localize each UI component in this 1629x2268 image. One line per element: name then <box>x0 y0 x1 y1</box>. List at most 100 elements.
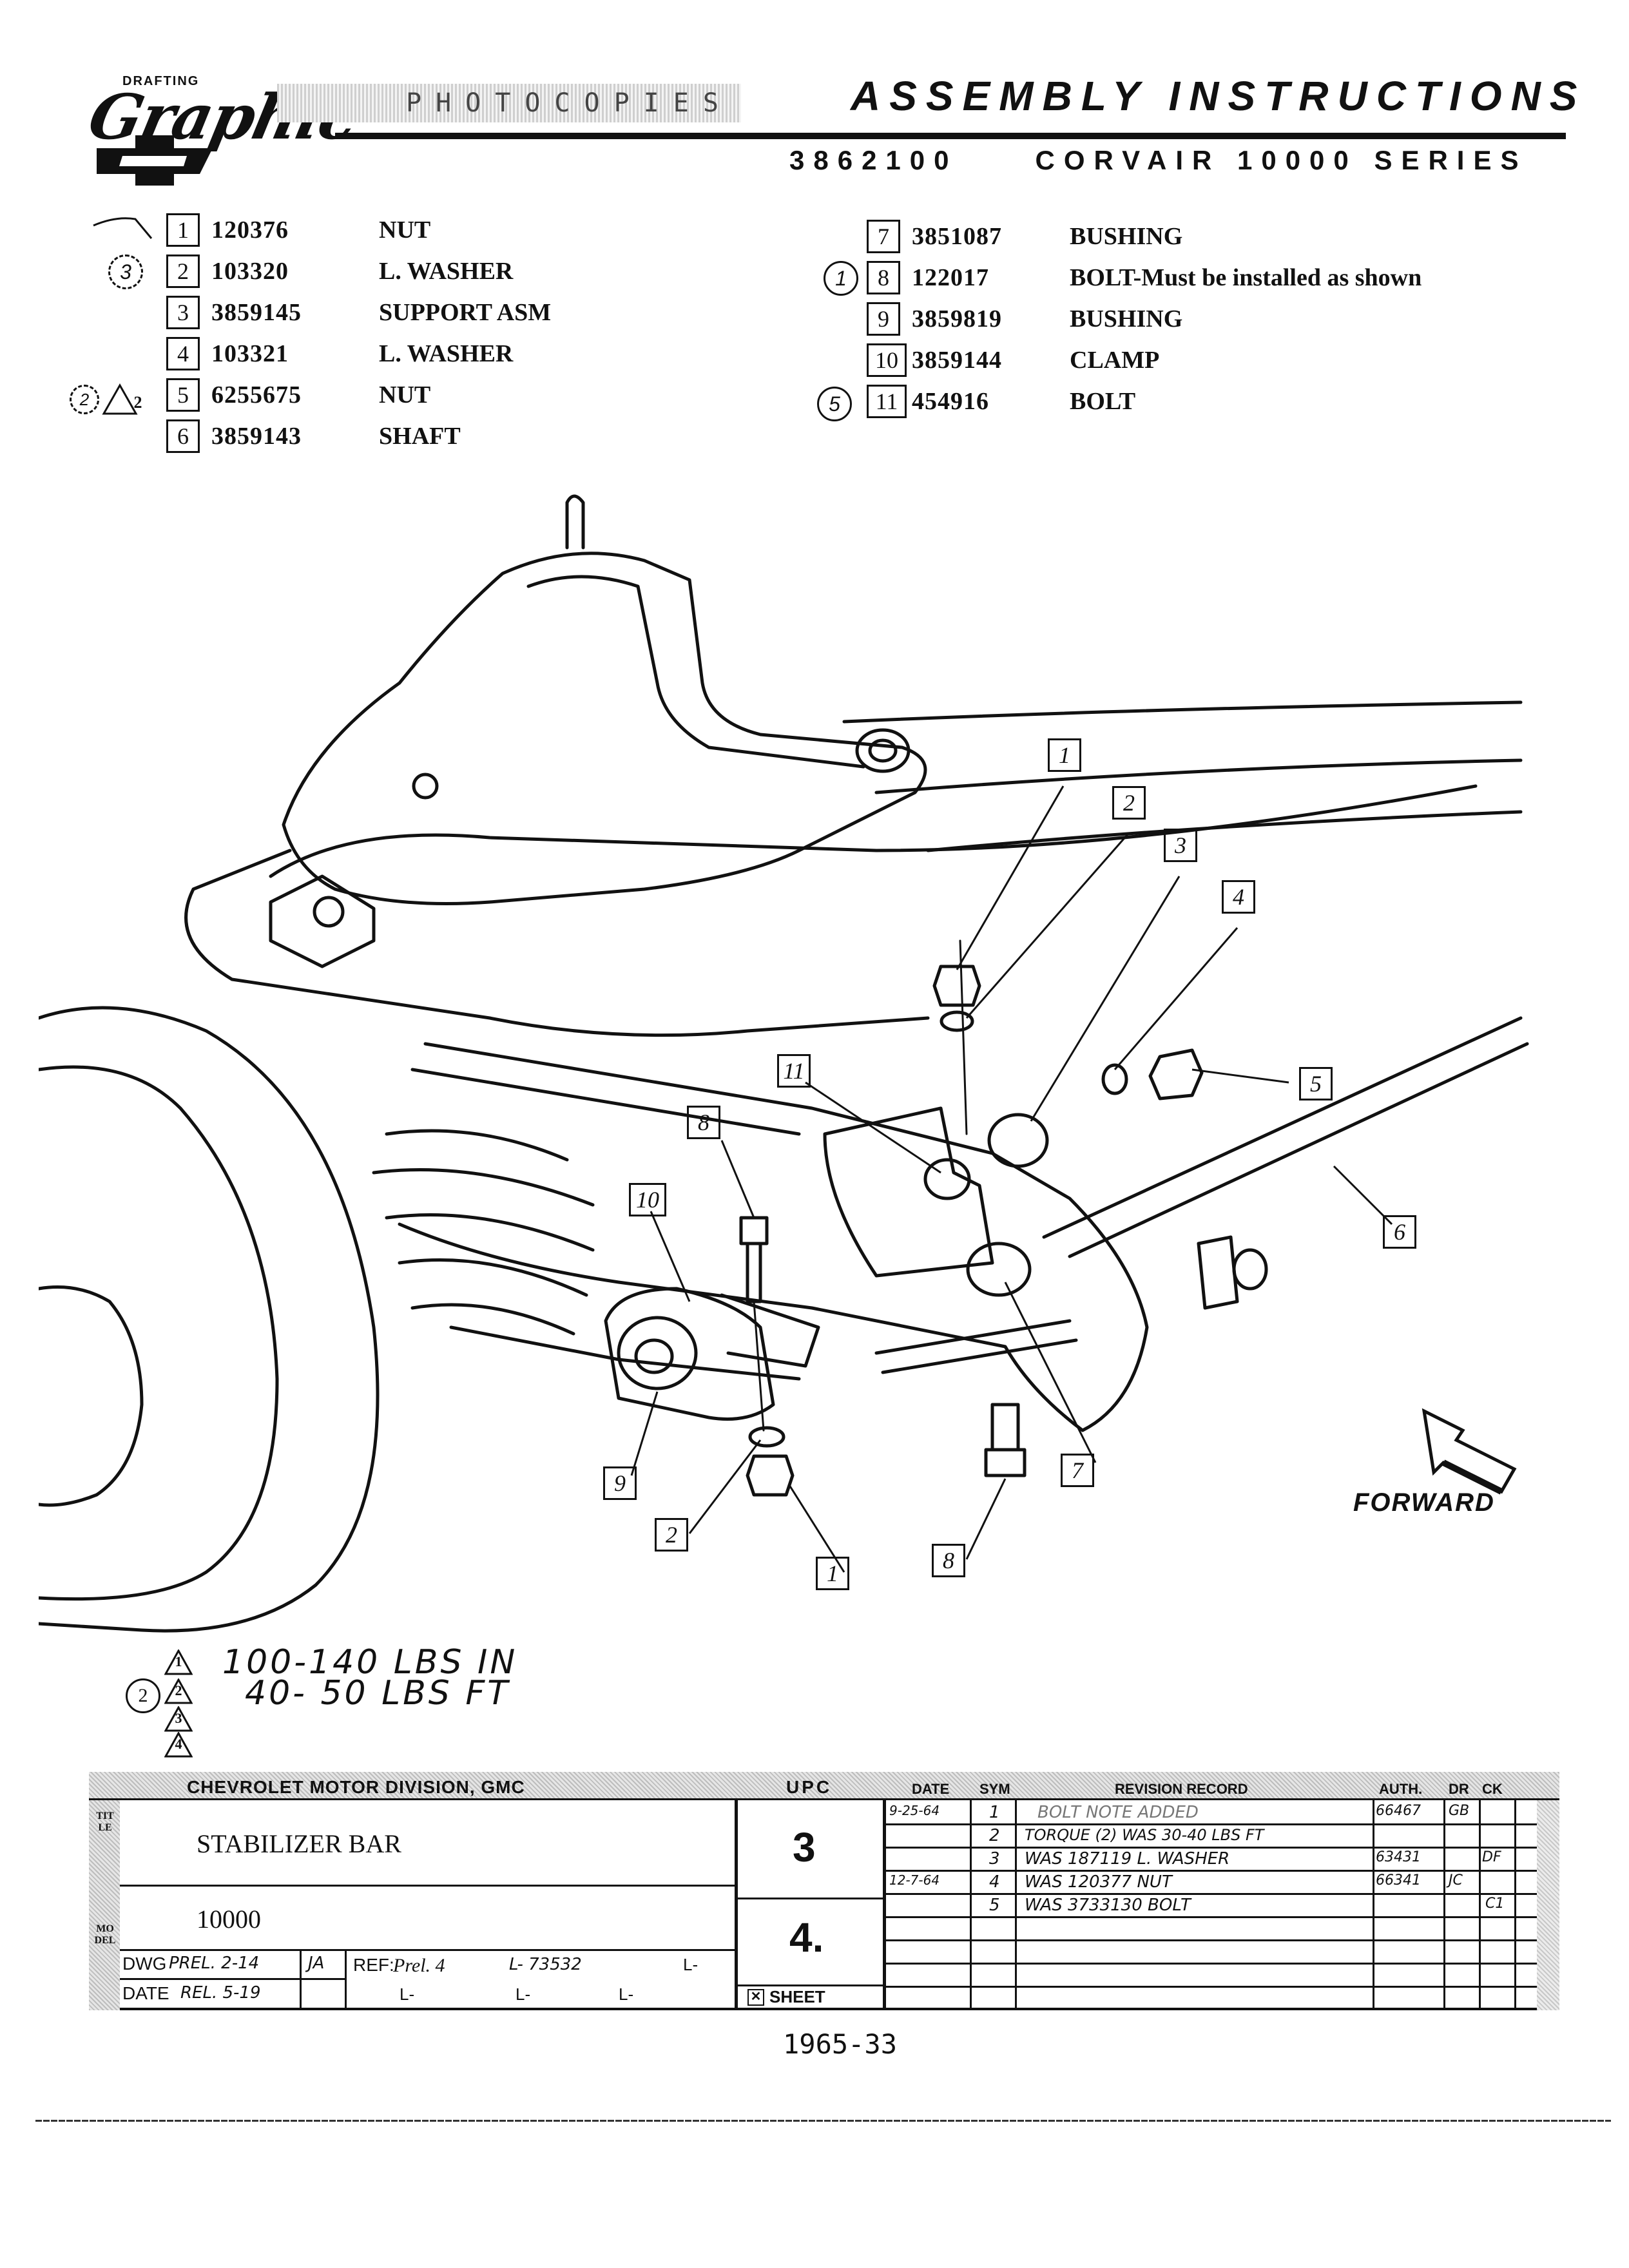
tb-rule <box>120 1978 345 1980</box>
callout-2-top: 2 <box>1112 786 1146 820</box>
part-name: SHAFT <box>379 423 461 450</box>
callout-3: 3 <box>1164 829 1197 862</box>
lower-arm <box>398 1042 1149 1432</box>
hub-outline <box>39 1285 144 1507</box>
title-block-header <box>89 1772 1559 1800</box>
sheet-checkbox: ✕ <box>747 1988 764 2006</box>
part-number: 3851087 <box>912 223 1002 250</box>
part-row: 2 103320 L. WASHER <box>166 251 617 292</box>
revision-mark-row11: 5 <box>817 387 852 421</box>
rev-ck: C1 <box>1485 1896 1505 1912</box>
item-name: STABILIZER BAR <box>197 1829 401 1858</box>
callout-1-bottom: 1 <box>816 1557 849 1590</box>
callout-4: 4 <box>1222 880 1255 914</box>
part-number: 3859145 <box>211 299 302 326</box>
part-name: CLAMP <box>1070 347 1160 374</box>
part-sym: 1 <box>166 213 200 247</box>
control-arm-lower <box>269 784 1478 878</box>
part-name: L. WASHER <box>379 258 514 285</box>
model-number: 10000 <box>197 1905 261 1934</box>
chevrolet-bowtie-icon <box>97 135 213 186</box>
part-sym: 11 <box>867 385 907 418</box>
tb-divider <box>883 1800 886 2010</box>
parts-list-left: 1 120376 NUT 2 103320 L. WASHER 3 385914… <box>166 209 617 457</box>
torque-triangle-4-icon <box>164 1732 193 1758</box>
sheet-label: SHEET <box>769 1987 825 2006</box>
callout-8-top: 8 <box>687 1106 720 1139</box>
forward-arrow-icon <box>1422 1408 1517 1494</box>
part-number: 6255675 <box>211 381 302 408</box>
rev-date: 9-25-64 <box>889 1803 940 1818</box>
rev-dr: JC <box>1449 1872 1463 1888</box>
rev-auth: 63431 <box>1376 1849 1421 1865</box>
rev-sym: 5 <box>989 1896 1000 1915</box>
series-label: CORVAIR 10000 SERIES <box>1035 145 1528 175</box>
part-row: 8 122017 BOLT-Must be installed as shown <box>867 257 1576 298</box>
rev-col-rule <box>1015 1800 1017 2010</box>
part-sym: 3 <box>166 296 200 329</box>
tire-outline <box>39 1006 380 1633</box>
page-title: ASSEMBLY INSTRUCTIONS <box>851 73 1586 119</box>
part-name: BOLT <box>1070 388 1136 415</box>
callout-5: 5 <box>1299 1067 1333 1100</box>
ref-l2: L- <box>683 1955 699 1974</box>
logo-drafting-text: DRAFTING <box>122 74 200 88</box>
part-name: NUT <box>379 381 431 408</box>
part-name: BOLT-Must be installed as shown <box>1070 264 1422 291</box>
rev-row-rule <box>886 1963 1537 1965</box>
rev-row-rule <box>886 1986 1537 1988</box>
bushing-9 <box>617 1316 698 1390</box>
rev-record: WAS 120377 NUT <box>1025 1872 1172 1892</box>
rev-row-rule <box>886 1823 1537 1825</box>
date-value: REL. 5-19 <box>180 1983 261 2003</box>
end-nut <box>1197 1235 1239 1310</box>
tb-rule <box>300 1951 302 2009</box>
bolt-11-head <box>923 1158 971 1200</box>
callout-9: 9 <box>603 1466 637 1500</box>
rev-col-rule <box>1373 1800 1374 2010</box>
coil-spring <box>372 1129 595 1336</box>
part-number: 103321 <box>211 340 289 367</box>
rev-record: WAS 187119 L. WASHER <box>1025 1849 1230 1869</box>
part-number: 3859144 <box>912 347 1002 374</box>
part-name: BUSHING <box>1070 223 1183 250</box>
upc-value: 3 <box>793 1824 816 1870</box>
ball-joint-plate <box>269 874 376 968</box>
tb-rule <box>120 1885 735 1887</box>
shock-mount <box>565 494 585 550</box>
part-name: BUSHING <box>1070 305 1183 332</box>
stabilizer-bar-drawing <box>39 494 1529 1633</box>
rev-date: 12-7-64 <box>889 1872 940 1888</box>
ref-l3: L- <box>400 1984 415 2004</box>
title-block <box>89 1772 1559 2010</box>
part-row: 4 103321 L. WASHER <box>166 333 617 374</box>
rev-sym: 4 <box>989 1872 1000 1892</box>
part-number: 3859143 <box>211 423 302 450</box>
part-row: 5 6255675 NUT <box>166 374 617 416</box>
torque-note-2-circle: 2 <box>126 1678 160 1713</box>
part-row: 11 454916 BOLT <box>867 381 1576 422</box>
dwg-label: DWG <box>122 1954 167 1974</box>
revision-triangle-number: 2 <box>133 393 142 412</box>
rev-col-rule <box>1514 1800 1516 2010</box>
part-sym: 6 <box>166 419 200 453</box>
rev-header-date: DATE <box>912 1781 950 1797</box>
part-row: 9 3859819 BUSHING <box>867 298 1576 340</box>
rev-sym: 1 <box>989 1803 1000 1822</box>
bolt-8-lower <box>984 1403 1027 1477</box>
date-label: DATE <box>122 1983 169 2003</box>
sheet-label-row: ✕ SHEET <box>747 1987 825 2007</box>
rev-sym: 2 <box>989 1826 1000 1845</box>
callout-2-bottom: 2 <box>655 1518 688 1552</box>
rev-header-record: REVISION RECORD <box>1115 1781 1248 1797</box>
rev-record: TORQUE (2) WAS 30-40 LBS FT <box>1025 1826 1264 1844</box>
parts-list-right: 7 3851087 BUSHING 8 122017 BOLT-Must be … <box>867 216 1576 422</box>
bottom-rule <box>35 2120 1611 2122</box>
ref-l4: L- <box>516 1984 531 2004</box>
clamp-bracket <box>604 1287 775 1421</box>
ref-l5: L- <box>619 1984 634 2004</box>
callout-1-top: 1 <box>1048 738 1081 772</box>
rev-record: BOLT NOTE ADDED <box>1037 1803 1199 1822</box>
washer-2-top <box>940 1010 974 1032</box>
